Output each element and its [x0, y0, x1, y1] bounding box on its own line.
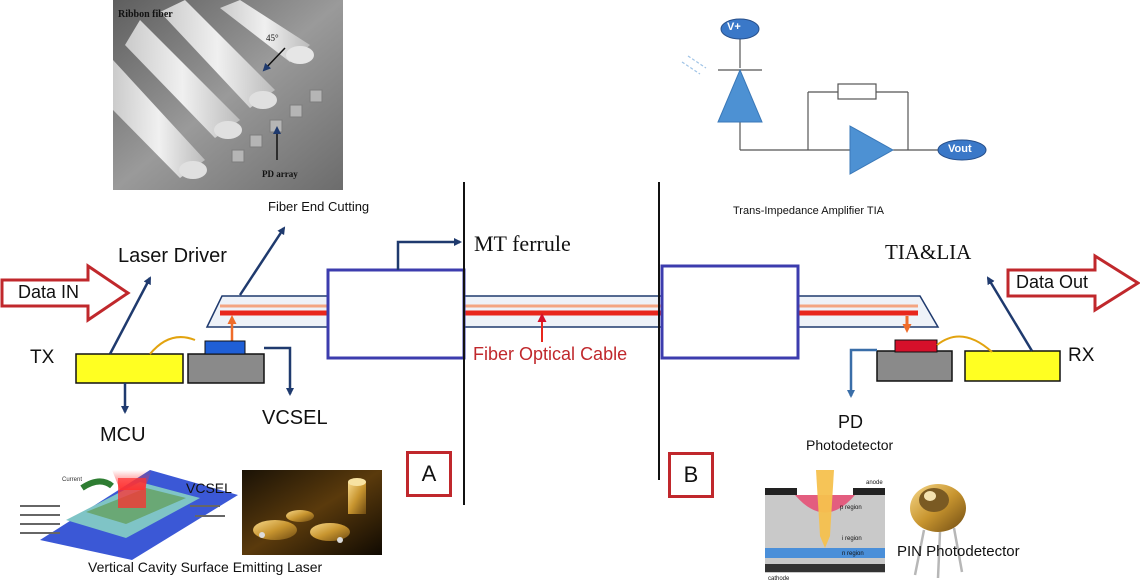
pd-chip [894, 339, 938, 353]
pd-arrow [847, 348, 877, 398]
vout-label: Vout [948, 143, 972, 155]
pd-label: PD [838, 412, 864, 432]
tia-circuit [681, 38, 942, 151]
pin-n-region-label: n region [842, 551, 864, 557]
photodiode-symbol [717, 68, 763, 123]
fiber-end-cutting-arrow [238, 226, 286, 296]
pin-product-photo [910, 484, 966, 579]
laser-driver-arrow [108, 276, 152, 355]
vout-node [937, 139, 987, 161]
tx-label: TX [30, 347, 55, 368]
data-in-arrow [0, 263, 131, 323]
pin-photodetector-label: PIN Photodetector [897, 543, 1020, 560]
mcu-label: MCU [100, 424, 146, 446]
data-in-label: Data IN [18, 282, 80, 302]
vcsel-structure-image [12, 470, 240, 560]
vcsel-product-photo [242, 470, 382, 555]
vcsel-inset-current-label: Current [62, 477, 83, 483]
vplus-label: V+ [727, 21, 741, 33]
vcsel-inset-title: VCSEL [186, 480, 232, 496]
fiber-link [205, 182, 940, 505]
mt-ferrule-left [326, 268, 466, 360]
amplifier-symbol [849, 125, 895, 175]
rx-chip [964, 350, 1061, 382]
angle-arrow [262, 47, 286, 72]
data-out-arrow [1006, 253, 1140, 313]
vplus-node [720, 18, 760, 40]
marker-box-a: A [406, 451, 452, 497]
sem-angle-label: 45° [266, 33, 279, 43]
data-out-label: Data Out [1016, 272, 1089, 292]
mt-ferrule-arrow [396, 238, 462, 270]
mt-ferrule-right [660, 264, 800, 360]
vcsel-chip [204, 340, 246, 355]
pin-structure-diagram [765, 470, 885, 573]
pin-i-region-label: i region [842, 536, 862, 542]
rx-label: RX [1068, 345, 1095, 366]
pin-anode-label: anode [866, 480, 883, 486]
tx-chip [75, 353, 184, 384]
rx-bond-wire [936, 335, 993, 353]
vcsel-full-name-label: Vertical Cavity Surface Emitting Laser [88, 559, 323, 575]
pin-cathode-label: cathode [768, 576, 790, 582]
laser-driver-label: Laser Driver [118, 245, 227, 267]
photodetector-label: Photodetector [806, 437, 894, 453]
fiber-optical-cable-label: Fiber Optical Cable [473, 344, 628, 364]
sem-photo [113, 0, 343, 190]
tia-lia-label: TIA&LIA [885, 240, 972, 264]
sem-pd-array-label: PD array [262, 169, 298, 179]
sem-ribbon-fiber-label: Ribbon fiber [118, 9, 173, 20]
vcsel-carrier [187, 353, 265, 384]
tia-lia-arrow [986, 276, 1034, 352]
fiber-end-cutting-label: Fiber End Cutting [268, 199, 370, 214]
tx-bond-wire [149, 336, 196, 355]
vcsel-arrow [264, 346, 294, 396]
mt-ferrule-label: MT ferrule [474, 231, 571, 256]
marker-box-b: B [668, 452, 714, 498]
tia-title-label: Trans-Impedance Amplifier TIA [733, 205, 885, 217]
pin-p-region-label: p region [840, 505, 862, 511]
ribbon-fiber-tubes [113, 0, 314, 179]
pd-carrier [876, 350, 953, 382]
vcsel-label: VCSEL [262, 407, 328, 429]
